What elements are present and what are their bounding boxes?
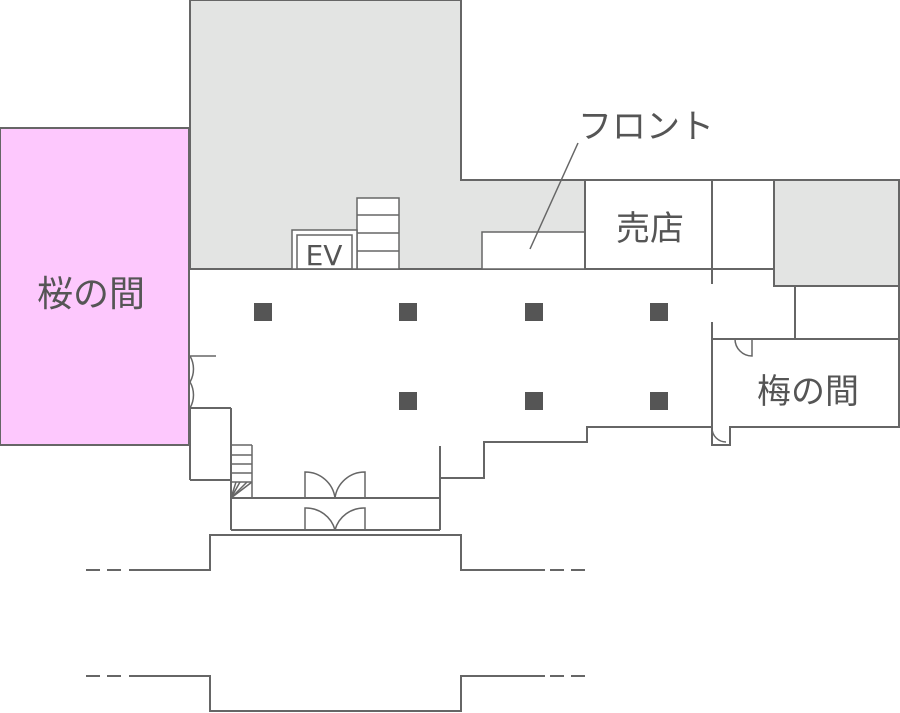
storage-room xyxy=(711,179,775,270)
inner-entrance-door[interactable] xyxy=(304,471,366,499)
front-leader-line xyxy=(529,142,579,250)
walkway-outline xyxy=(129,675,545,712)
pillar xyxy=(399,392,417,410)
staff-area-right xyxy=(773,179,900,287)
pillar xyxy=(650,303,668,321)
sakura-label: 桜の間 xyxy=(37,274,145,315)
pillars xyxy=(254,303,668,410)
shop-label: 売店 xyxy=(616,209,684,249)
shop-room[interactable] xyxy=(584,179,713,270)
sakura-room[interactable] xyxy=(0,127,190,446)
elevator[interactable]: EV xyxy=(291,229,358,272)
stairs-upper xyxy=(356,197,400,270)
pillar xyxy=(525,303,543,321)
pillar xyxy=(254,303,272,321)
walkway-dashes xyxy=(86,569,585,677)
sakura-door[interactable] xyxy=(189,355,216,409)
stairs-lower xyxy=(230,444,253,499)
front-label: フロント xyxy=(578,107,714,147)
pillar xyxy=(399,303,417,321)
ume-room[interactable] xyxy=(711,338,900,446)
elevator-label: EV xyxy=(306,239,343,272)
front-desk[interactable] xyxy=(481,231,586,270)
ume-label: 梅の間 xyxy=(757,372,859,412)
ume-door[interactable] xyxy=(734,338,753,357)
outer-entrance-door[interactable] xyxy=(304,507,366,531)
lobby-south-wall xyxy=(440,426,712,479)
ume-side-door[interactable] xyxy=(711,427,727,443)
canopy-outline xyxy=(129,534,545,571)
pillar xyxy=(650,392,668,410)
side-room xyxy=(794,285,900,340)
pillar xyxy=(525,392,543,410)
